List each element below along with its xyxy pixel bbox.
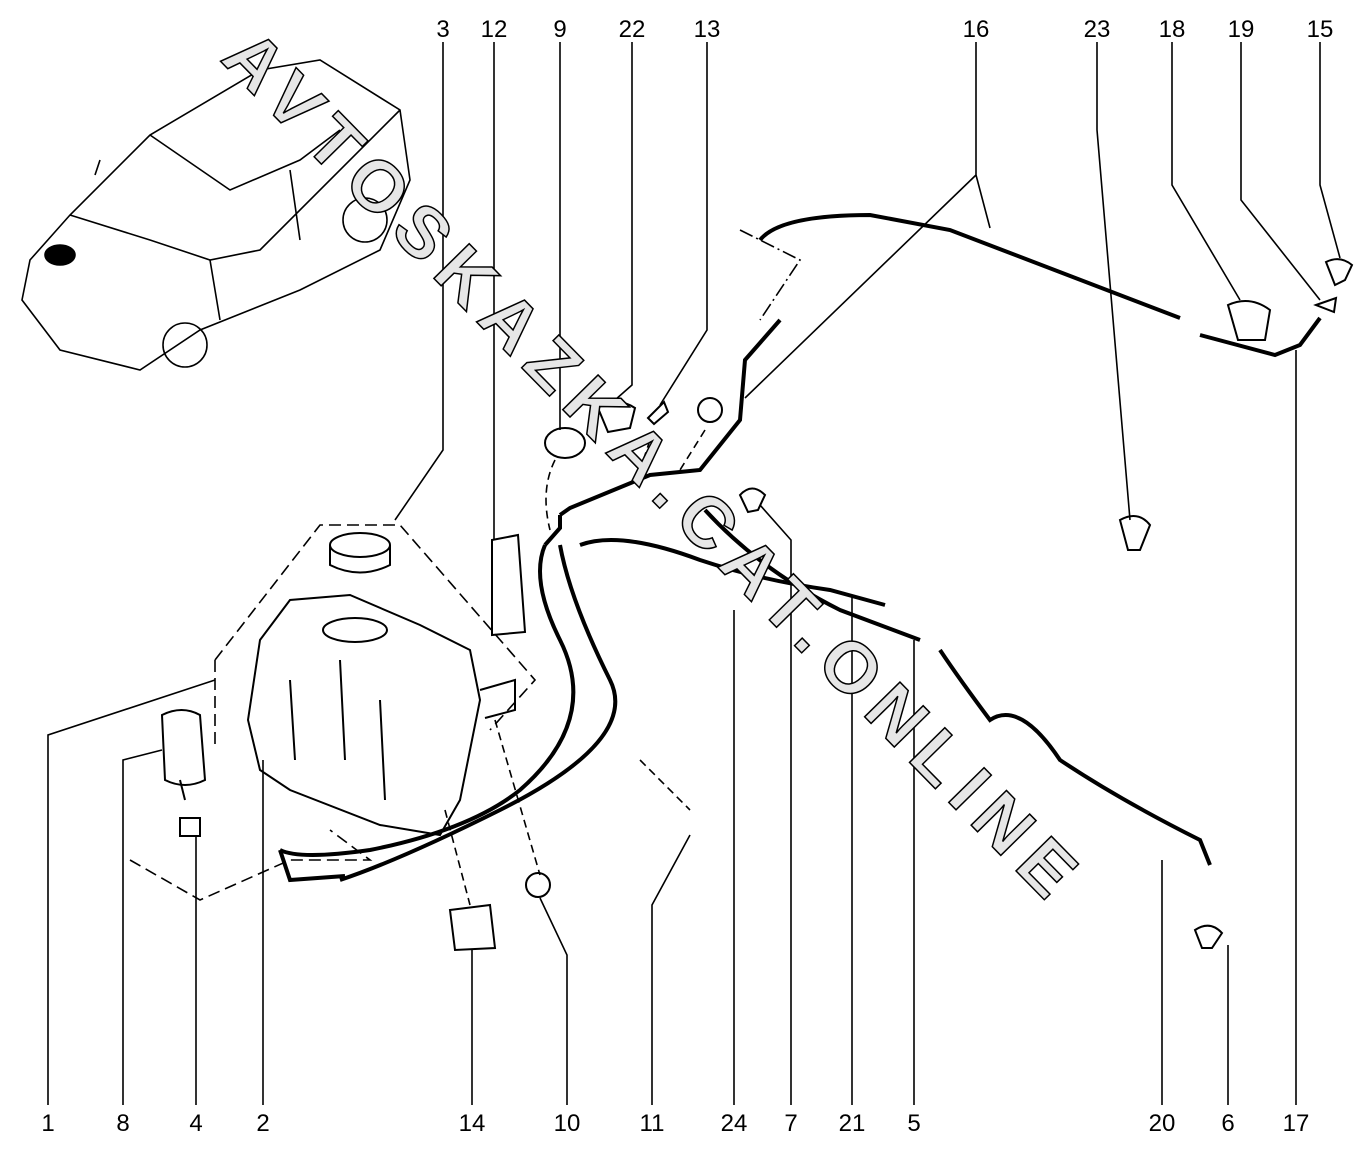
- callout-9: 9: [553, 16, 567, 43]
- callout-6: 6: [1221, 1110, 1235, 1137]
- callout-13: 13: [693, 16, 721, 43]
- callout-4: 4: [189, 1110, 203, 1137]
- washer-reservoir: [246, 593, 516, 837]
- reservoir-cap: [329, 532, 391, 574]
- callout-10: 10: [553, 1110, 581, 1137]
- plug-13: [697, 397, 723, 423]
- hoses: [278, 212, 1322, 883]
- clip-19: [1313, 296, 1338, 314]
- callout-3: 3: [436, 16, 450, 43]
- callout-14: 14: [458, 1110, 486, 1137]
- callout-19: 19: [1227, 16, 1255, 43]
- callout-11: 11: [639, 1110, 665, 1137]
- nozzle-15: [1324, 258, 1354, 287]
- nozzle-7: [738, 487, 767, 514]
- car-illustration: [21, 59, 411, 371]
- callout-2: 2: [256, 1110, 270, 1137]
- callout-5: 5: [907, 1110, 921, 1137]
- callout-7: 7: [784, 1110, 798, 1137]
- callout-8: 8: [116, 1110, 130, 1137]
- grommet-10: [525, 872, 551, 898]
- callout-15: 15: [1306, 16, 1334, 43]
- clip-23: [1118, 515, 1152, 551]
- callout-17: 17: [1282, 1110, 1310, 1137]
- grommet-4: [179, 817, 201, 837]
- callout-24: 24: [720, 1110, 748, 1137]
- callout-23: 23: [1083, 16, 1111, 43]
- assembly-frames: [129, 229, 802, 906]
- seal-18: [1226, 300, 1272, 341]
- leader-lines: [47, 42, 1341, 1105]
- callout-1: 1: [41, 1110, 55, 1137]
- callout-16: 16: [962, 16, 990, 43]
- callout-18: 18: [1158, 16, 1186, 43]
- callout-21: 21: [838, 1110, 866, 1137]
- nozzle-6: [1193, 924, 1224, 949]
- grommet-9: [544, 427, 586, 459]
- label-12: [491, 533, 527, 637]
- callout-20: 20: [1148, 1110, 1176, 1137]
- clip-22: [596, 400, 637, 434]
- callout-22: 22: [618, 16, 646, 43]
- callout-12: 12: [480, 16, 508, 43]
- clip-13a: [646, 400, 670, 426]
- label-14: [448, 903, 497, 952]
- washer-pump: [160, 709, 207, 801]
